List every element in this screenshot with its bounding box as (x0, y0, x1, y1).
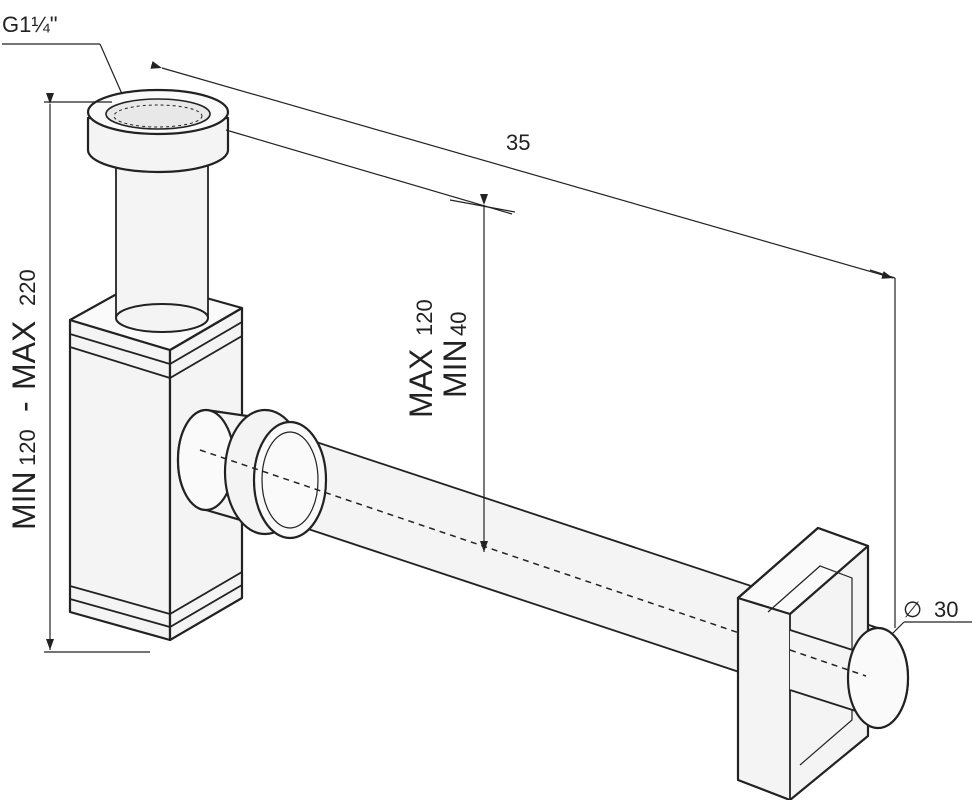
height-dash: - (6, 401, 42, 412)
total-height-dimension: MIN 120 - MAX 220 (6, 93, 150, 653)
outlet-height-dimension: MAX 120 MIN 40 (403, 194, 516, 552)
outlet-max-value: 120 (412, 299, 437, 336)
outlet-min-value: 40 (446, 312, 471, 336)
thread-label: G1¼" (2, 12, 58, 37)
height-min-word: MIN (6, 471, 42, 530)
height-max-value: 220 (15, 269, 40, 306)
diameter-symbol: ∅ (903, 597, 922, 622)
thread-callout: G1¼" (2, 12, 123, 95)
outlet-min-word: MIN (437, 339, 473, 398)
outlet-max-word: MAX (403, 349, 439, 418)
diameter-callout: ∅ 30 (891, 597, 972, 635)
inlet-tube (115, 165, 209, 333)
wall-rosette (736, 526, 910, 800)
outlet-pipe (176, 408, 910, 730)
diameter-value: 30 (934, 597, 958, 622)
height-max-word: MAX (6, 321, 42, 390)
length-value: 35 (506, 130, 530, 155)
length-dimension: 35 (150, 61, 896, 628)
height-min-value: 120 (15, 429, 40, 466)
